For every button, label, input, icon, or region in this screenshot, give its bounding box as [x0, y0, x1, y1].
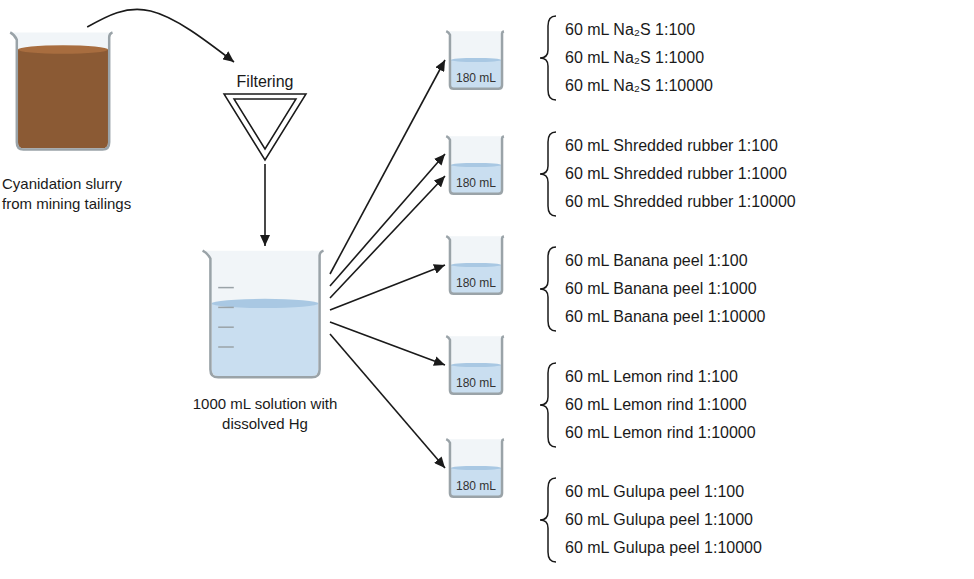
filter-funnel: Filtering	[222, 62, 308, 162]
flow-arrow	[330, 154, 445, 286]
sample-condition: 60 mL Na₂S 1:100	[565, 20, 695, 40]
sample-condition: 60 mL Lemon rind 1:10000	[565, 423, 756, 443]
slurry-beaker: Cyanidation slurry from mining tailings	[8, 30, 118, 152]
volume-label: 180 mL	[445, 276, 507, 290]
sample-beaker: 180 mL	[445, 438, 507, 498]
curly-brace	[540, 247, 556, 331]
node-label: Cyanidation slurry from mining tailings	[2, 174, 152, 214]
flow-arrow	[330, 176, 445, 298]
curly-brace	[540, 16, 556, 100]
curly-brace	[540, 363, 556, 447]
beaker-shape	[200, 248, 330, 380]
sample-condition: 60 mL Gulupa peel 1:10000	[565, 538, 762, 558]
flow-arrow	[264, 164, 266, 246]
beaker-shape	[8, 30, 118, 152]
curly-brace	[540, 478, 556, 562]
volume-label: 180 mL	[445, 71, 507, 85]
sample-condition: 60 mL Gulupa peel 1:1000	[565, 510, 753, 530]
sample-condition: 60 mL Banana peel 1:1000	[565, 279, 757, 299]
flow-arrow	[330, 322, 445, 365]
sample-condition: 60 mL Banana peel 1:100	[565, 251, 748, 271]
sample-beaker: 180 mL	[445, 335, 507, 395]
sample-condition: 60 mL Shredded rubber 1:10000	[565, 192, 796, 212]
node-label: Filtering	[222, 72, 308, 92]
sample-beaker: 180 mL	[445, 135, 507, 195]
flow-arrow	[330, 265, 445, 310]
sample-condition: 60 mL Shredded rubber 1:1000	[565, 164, 787, 184]
sample-condition: 60 mL Lemon rind 1:1000	[565, 395, 747, 415]
curly-brace	[540, 132, 556, 216]
sample-condition: 60 mL Na₂S 1:10000	[565, 76, 713, 96]
sample-condition: 60 mL Gulupa peel 1:100	[565, 482, 744, 502]
volume-label: 180 mL	[445, 376, 507, 390]
sample-condition: 60 mL Shredded rubber 1:100	[565, 136, 778, 156]
node-label: 1000 mL solution with dissolved Hg	[190, 394, 340, 434]
sample-condition: 60 mL Lemon rind 1:100	[565, 367, 738, 387]
sample-beaker: 180 mL	[445, 235, 507, 295]
sample-condition: 60 mL Banana peel 1:10000	[565, 307, 765, 327]
solution-beaker: 1000 mL solution with dissolved Hg	[200, 248, 330, 380]
sample-condition: 60 mL Na₂S 1:1000	[565, 48, 704, 68]
flow-arrow	[330, 334, 445, 468]
flow-arrow	[330, 60, 445, 274]
sample-beaker: 180 mL	[445, 30, 507, 90]
volume-label: 180 mL	[445, 479, 507, 493]
volume-label: 180 mL	[445, 176, 507, 190]
